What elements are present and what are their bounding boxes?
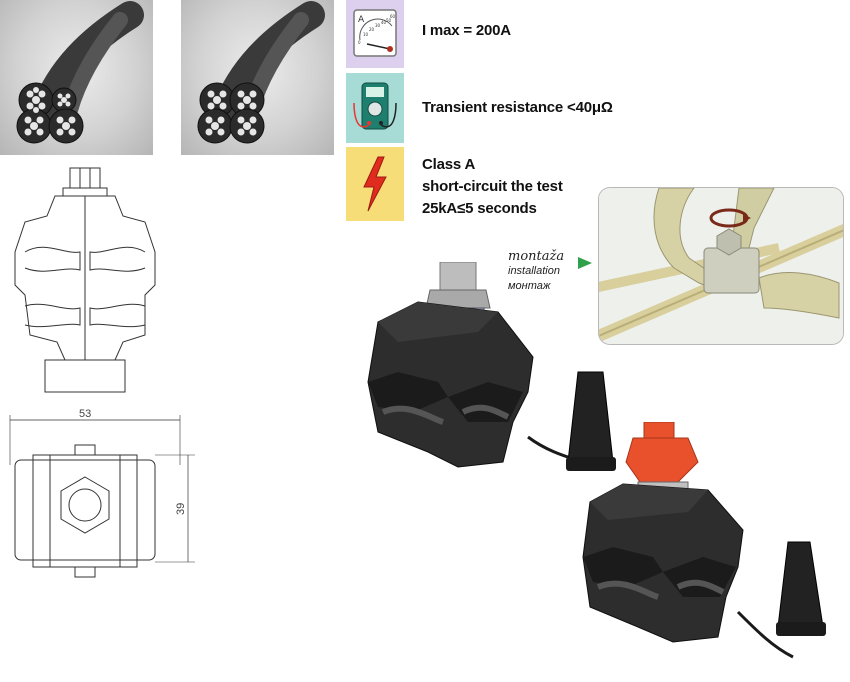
svg-text:50: 50 xyxy=(386,18,392,23)
height-dimension-label: 39 xyxy=(175,503,187,515)
svg-text:A: A xyxy=(358,15,365,25)
transient-resistance-text: Transient resistance <40μΩ xyxy=(422,99,613,116)
clamp-product-photo-large xyxy=(358,261,638,517)
montaza-label: montaža xyxy=(508,249,565,264)
rating-line: 25kA≤5 seconds xyxy=(422,200,537,217)
short-circuit-line: short-circuit the test xyxy=(422,178,563,195)
installation-labels: montaža installation монтаж xyxy=(508,249,564,294)
cable-image-4-core xyxy=(181,0,334,155)
svg-text:20: 20 xyxy=(369,27,375,32)
arrow-right-icon xyxy=(578,256,592,274)
svg-text:40: 40 xyxy=(381,20,387,25)
clamp-top-view-drawing: 53 39 xyxy=(5,405,195,583)
clamp-product-photo-small xyxy=(578,421,830,682)
svg-text:0: 0 xyxy=(358,40,361,45)
high-voltage-icon xyxy=(346,147,404,221)
installation-illustration xyxy=(598,187,844,345)
installation-label: installation xyxy=(508,265,560,277)
multimeter-icon xyxy=(346,73,404,143)
ammeter-icon: A 0 10 20 30 40 50 60 xyxy=(346,0,404,68)
class-line: Class A xyxy=(422,156,476,173)
clamp-side-view-drawing xyxy=(5,160,165,398)
svg-text:10: 10 xyxy=(363,32,369,37)
cable-image-3-plus-1 xyxy=(0,0,153,155)
montazh-label: монтаж xyxy=(508,280,551,292)
max-current-text: I max = 200A xyxy=(422,22,511,39)
width-dimension-label: 53 xyxy=(79,408,91,420)
svg-text:60: 60 xyxy=(390,14,396,19)
short-circuit-class-text: Class A short-circuit the test 25kA≤5 se… xyxy=(422,154,563,220)
svg-text:30: 30 xyxy=(375,23,381,28)
